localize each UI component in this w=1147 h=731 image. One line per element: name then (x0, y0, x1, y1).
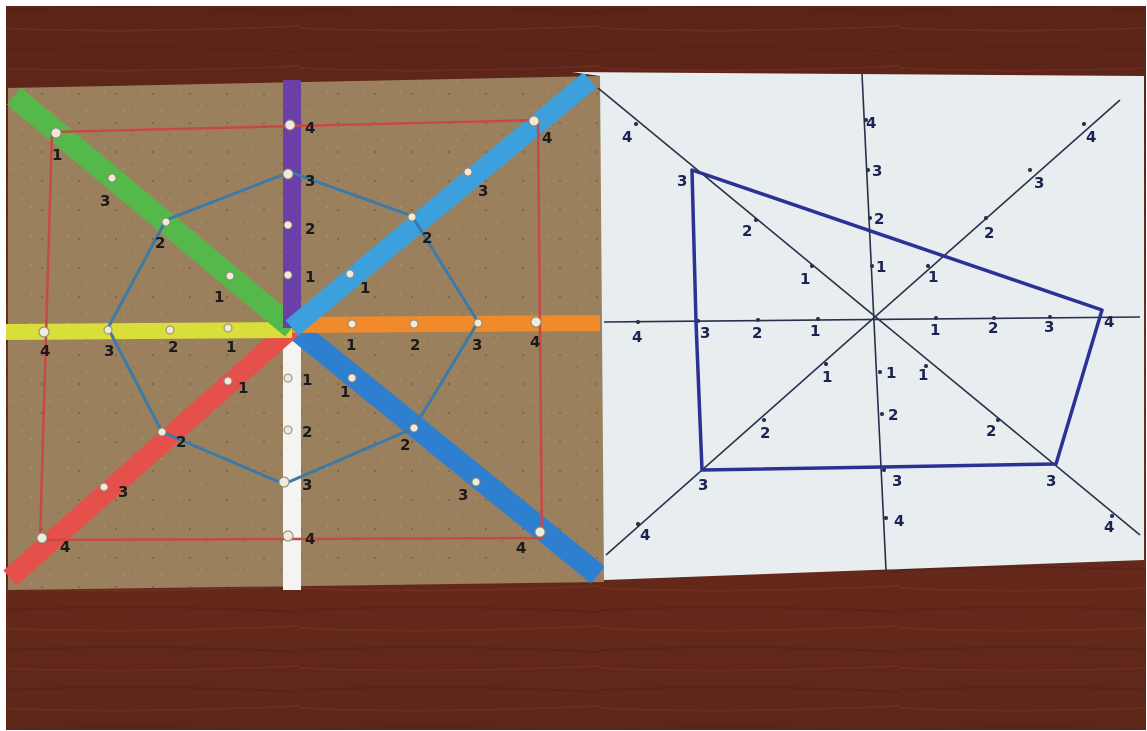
blue-pentagon (690, 168, 1104, 472)
board-label: 1 (305, 268, 315, 286)
board-label: 2 (305, 220, 315, 238)
paper-label: 3 (700, 324, 710, 342)
paper-label: 1 (822, 368, 832, 386)
paper-label: 1 (810, 322, 820, 340)
vertical-axis (861, 73, 887, 571)
board-label: 3 (472, 336, 482, 354)
stick-yellow-west (5, 322, 293, 340)
board-label: 3 (104, 342, 114, 360)
board-label: 2 (400, 436, 410, 454)
board-label: 4 (60, 538, 70, 556)
board-label: 2 (422, 229, 432, 247)
board-label: 1 (214, 288, 224, 306)
paper-label: 4 (622, 128, 632, 146)
board-label: 1 (302, 371, 312, 389)
paper-label: 2 (874, 210, 884, 228)
paper-label: 3 (892, 472, 902, 490)
paper-label: 1 (800, 270, 810, 288)
board-label: 4 (542, 129, 552, 147)
red-band-square (38, 118, 544, 542)
board-label: 3 (458, 486, 468, 504)
paper-label: 2 (888, 406, 898, 424)
paper-label: 4 (640, 526, 650, 544)
paper-label: 2 (986, 422, 996, 440)
paper-label: 1 (886, 364, 896, 382)
paper-label: 1 (928, 268, 938, 286)
board-label: 2 (302, 423, 312, 441)
board-label: 3 (302, 476, 312, 494)
board-label: 4 (516, 539, 526, 557)
board-label: 4 (305, 119, 315, 137)
board-label: 1 (226, 338, 236, 356)
stick-orange-east (291, 315, 601, 333)
paper-labels: 4 3 2 1 4 3 2 1 4 3 2 1 4 3 2 1 1 2 3 4 … (622, 114, 1114, 544)
sticks (3, 72, 605, 590)
board-label: 4 (305, 530, 315, 548)
stick-red-southwest (3, 320, 299, 586)
board-label: 3 (305, 172, 315, 190)
board-label: 1 (52, 146, 62, 164)
paper-label: 2 (752, 324, 762, 342)
board-label: 4 (530, 333, 540, 351)
board-label: 3 (118, 483, 128, 501)
paper-label: 3 (1034, 174, 1044, 192)
paper-label: 3 (872, 162, 882, 180)
paper-label: 1 (876, 258, 886, 276)
pegs (36, 115, 546, 544)
paper-label: 4 (1104, 518, 1114, 536)
paper-label: 4 (632, 328, 642, 346)
paper-label: 2 (988, 319, 998, 337)
geoboard: 4 3 2 1 4 3 2 1 1 3 2 1 4 3 2 1 1 2 3 4 … (3, 72, 605, 590)
paper-label: 1 (918, 366, 928, 384)
paper-sheet: 4 3 2 1 4 3 2 1 4 3 2 1 4 3 2 1 1 2 3 4 … (572, 72, 1144, 580)
paper-label: 3 (1044, 318, 1054, 336)
stick-lightblue-northeast (285, 72, 597, 336)
board-label: 2 (168, 338, 178, 356)
paper-label: 2 (984, 224, 994, 242)
diagonal-nw-se (597, 87, 1141, 536)
diagonal-ne-sw (605, 99, 1121, 556)
board-labels: 4 3 2 1 4 3 2 1 1 3 2 1 4 3 2 1 1 2 3 4 … (40, 119, 552, 557)
board-label: 1 (360, 279, 370, 297)
board-label: 1 (340, 383, 350, 401)
paper-label: 3 (677, 172, 687, 190)
paper-surface (572, 72, 1144, 580)
board-label: 3 (478, 182, 488, 200)
board-label: 4 (40, 342, 50, 360)
paper-label: 3 (698, 476, 708, 494)
paper-label: 4 (866, 114, 876, 132)
stick-blue-southeast (287, 319, 605, 584)
paper-label: 4 (894, 512, 904, 530)
board-label: 3 (100, 192, 110, 210)
paper-label: 3 (1046, 472, 1056, 490)
board-label: 1 (346, 336, 356, 354)
paper-axes (597, 73, 1141, 571)
board-label: 2 (410, 336, 420, 354)
board-label: 2 (155, 234, 165, 252)
paper-label: 2 (742, 222, 752, 240)
paper-ticks (634, 118, 1114, 526)
board-label: 2 (176, 433, 186, 451)
board-label: 1 (238, 379, 248, 397)
paper-label: 2 (760, 424, 770, 442)
paper-label: 1 (930, 321, 940, 339)
paper-label: 4 (1104, 313, 1114, 331)
paper-label: 4 (1086, 128, 1096, 146)
